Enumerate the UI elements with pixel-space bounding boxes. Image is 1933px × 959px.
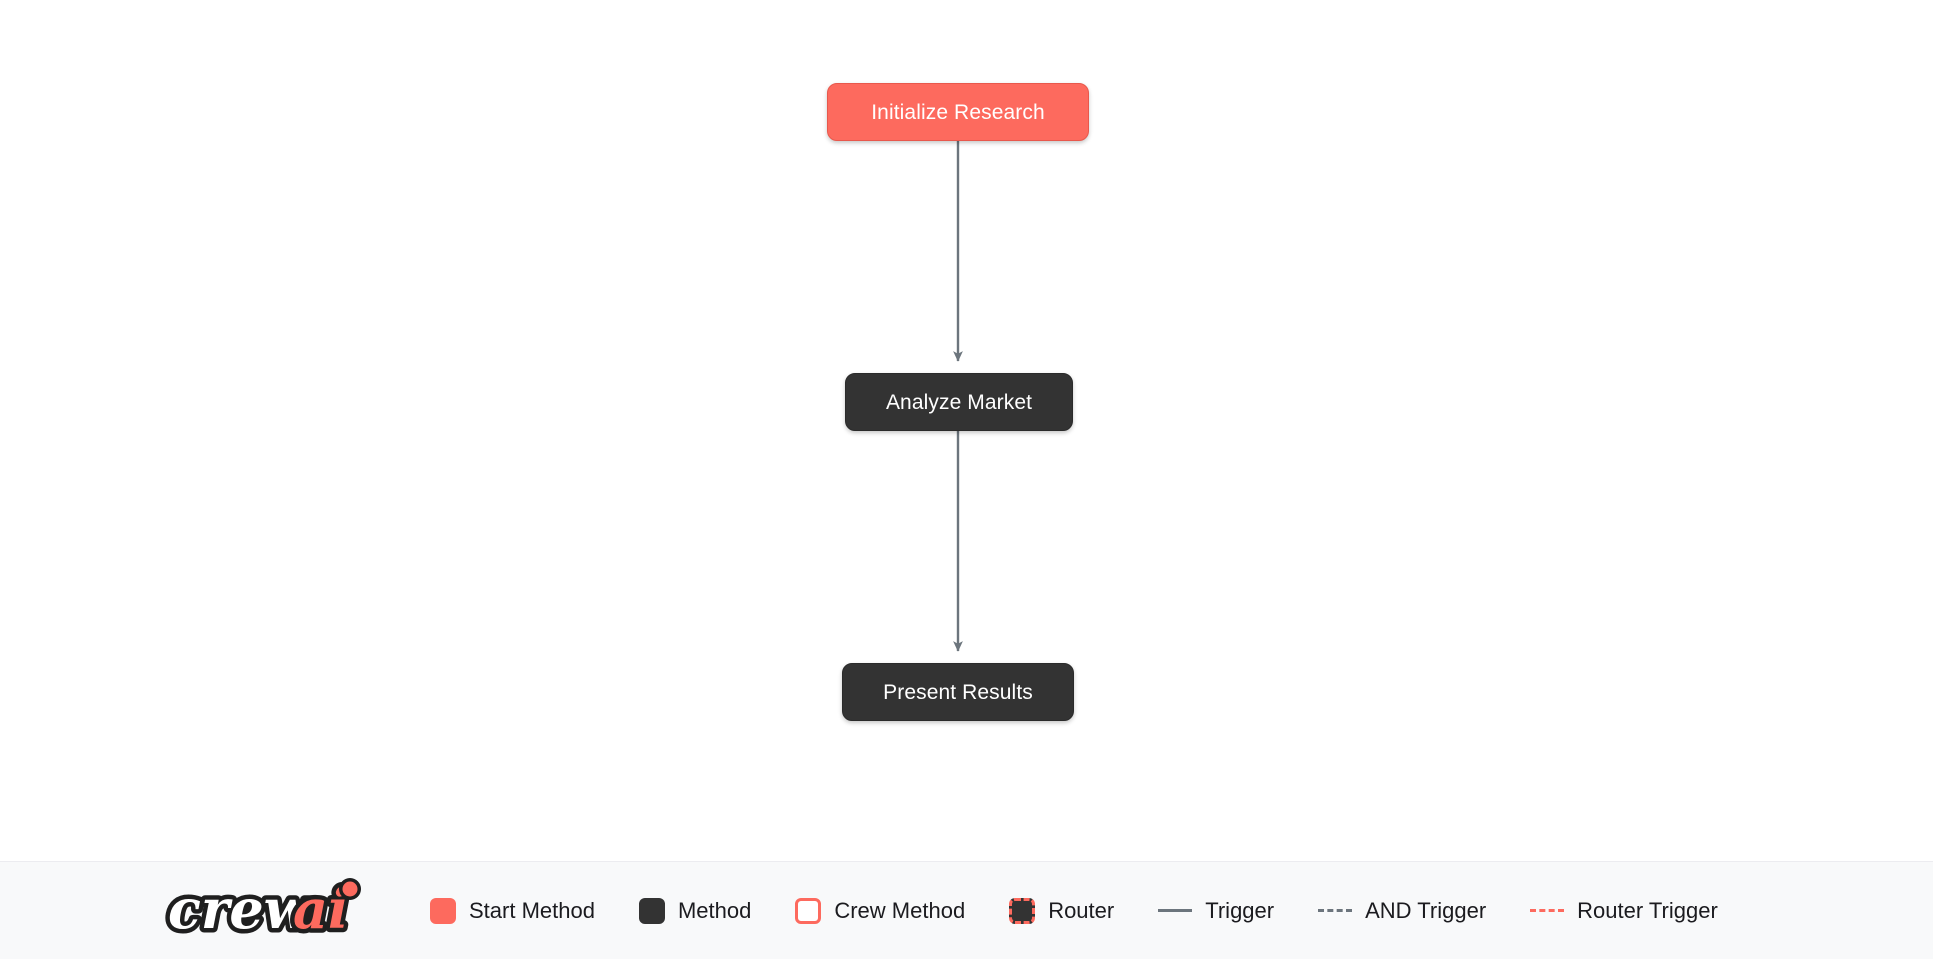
trigger-line-icon	[1158, 909, 1193, 912]
flow-canvas[interactable]: Initialize Research Analyze Market Prese…	[0, 0, 1933, 861]
legend-item-start-method: Start Method	[430, 897, 595, 924]
crew-method-swatch-icon	[795, 897, 822, 924]
legend-item-router: Router	[1009, 897, 1115, 924]
logo-crew-outline: crew	[168, 877, 313, 941]
legend-item-label: Router	[1048, 897, 1115, 923]
legend-bar: crew crew ai ai Start Method Method	[0, 861, 1933, 959]
flow-node-label: Initialize Research	[871, 100, 1045, 124]
flow-node-label: Present Results	[883, 680, 1033, 704]
legend-item-method: Method	[638, 897, 752, 924]
flow-node-analyze-market[interactable]: Analyze Market	[845, 373, 1073, 431]
flow-node-label: Analyze Market	[885, 390, 1033, 414]
router-swatch-icon	[1009, 897, 1036, 924]
legend-item-label: Router Trigger	[1577, 897, 1718, 923]
legend-item-label: Crew Method	[834, 897, 966, 923]
legend-item-label: Trigger	[1205, 897, 1275, 923]
logo-dot	[342, 881, 358, 896]
router-trigger-line-icon	[1530, 909, 1565, 912]
logo-crew-fill: crew	[168, 877, 313, 941]
start-method-swatch-icon	[430, 897, 456, 924]
legend-item-and-trigger: AND Trigger	[1318, 897, 1487, 923]
legend-item-router-trigger: Router Trigger	[1530, 897, 1718, 923]
legend-item-label: AND Trigger	[1365, 897, 1487, 923]
crewai-logo: crew crew ai ai	[164, 876, 388, 946]
legend-item-trigger: Trigger	[1158, 897, 1275, 923]
and-trigger-line-icon	[1318, 909, 1353, 912]
flow-node-present-results[interactable]: Present Results	[842, 663, 1074, 721]
crewai-logo-mark: crew crew ai ai	[164, 876, 361, 945]
legend-item-label: Method	[677, 897, 752, 923]
legend-item-crew-method: Crew Method	[795, 897, 966, 924]
flow-node-initialize-research[interactable]: Initialize Research	[827, 83, 1089, 141]
legend-items: Start Method Method Crew Method Router T…	[430, 897, 1718, 924]
method-swatch-icon	[638, 897, 665, 924]
legend-item-label: Start Method	[469, 897, 595, 923]
